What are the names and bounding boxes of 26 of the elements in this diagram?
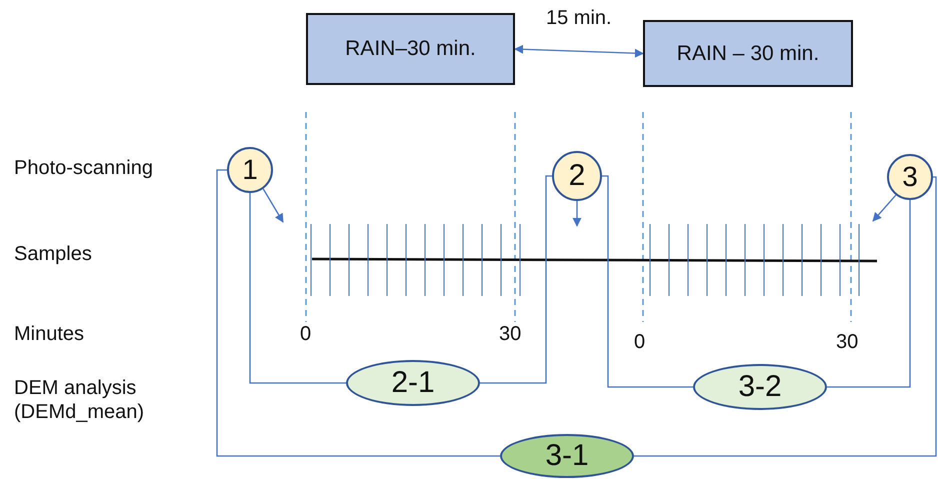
rain-period-box: RAIN – 30 min. (643, 20, 853, 87)
connector-line (634, 176, 937, 457)
arrow (262, 188, 284, 223)
arrow (872, 194, 896, 222)
axis-tick-label: 30 (499, 322, 522, 346)
axis-tick-label: 0 (300, 322, 312, 346)
connector-line (827, 200, 911, 388)
axis-tick-label: 0 (634, 330, 646, 354)
row-label: DEM analysis (DEMd_mean) (14, 376, 146, 424)
arrow (514, 44, 644, 58)
axis-tick-label: 30 (836, 330, 858, 354)
row-label: Samples (14, 242, 92, 266)
step-circle: 3 (887, 154, 933, 200)
rain-period-box: RAIN–30 min. (306, 13, 515, 85)
connector-line (602, 175, 693, 388)
row-label: Minutes (14, 322, 84, 346)
analysis-ellipse: 3-1 (500, 434, 634, 478)
analysis-ellipse: 3-2 (693, 364, 827, 410)
arrow (572, 201, 582, 227)
connector-line (480, 175, 552, 384)
connector-line (216, 169, 500, 457)
step-circle: 1 (227, 147, 273, 193)
row-label: Photo-scanning (14, 156, 153, 180)
analysis-ellipse: 2-1 (346, 360, 480, 406)
connector-line (249, 193, 346, 384)
step-circle: 2 (552, 151, 602, 201)
